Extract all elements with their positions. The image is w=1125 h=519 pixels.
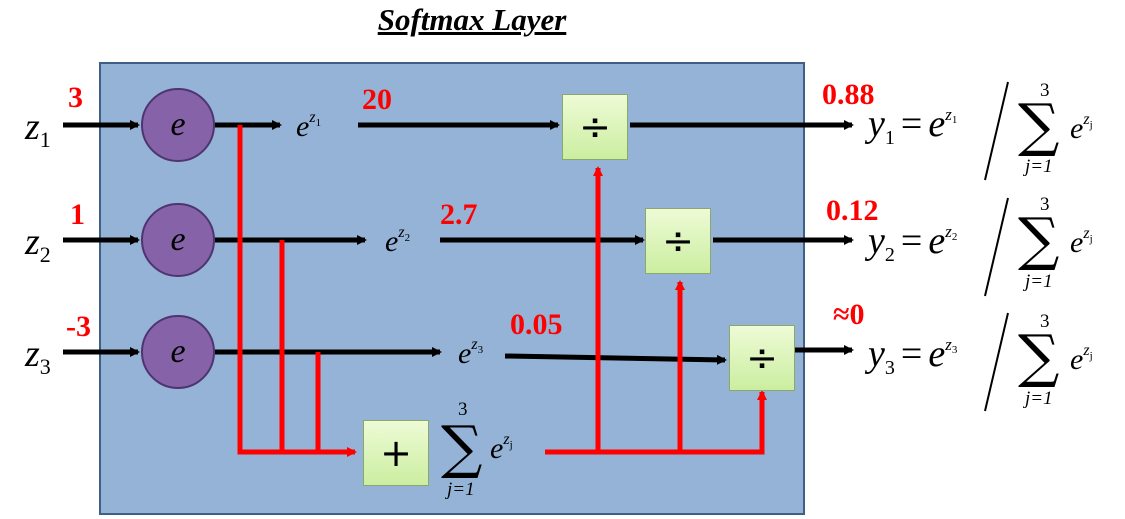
- formula-1-term: ezj: [1070, 111, 1093, 145]
- exp-label-2: ez2: [385, 224, 411, 258]
- to-divide-3: [504, 353, 727, 365]
- input-value-2: 1: [70, 198, 85, 231]
- output-formula-3: y3=ez3: [868, 333, 958, 379]
- formula-1-upper: 3: [1040, 80, 1050, 101]
- output-formula-1: y1=ez1: [868, 103, 958, 149]
- sum-sigma: ∑: [441, 413, 483, 481]
- formula-2-upper: 3: [1040, 194, 1050, 215]
- formula-3-term: ezj: [1070, 342, 1093, 376]
- exp-value-2: 2.7: [440, 198, 478, 231]
- formula-2-lower: j=1: [1025, 271, 1053, 292]
- output-value-3: ≈0: [833, 298, 865, 331]
- exp-label-3: ez3: [458, 336, 484, 370]
- exp-node-3: e: [141, 315, 215, 389]
- plus-box: +: [363, 420, 429, 486]
- formula-3-upper: 3: [1040, 311, 1050, 332]
- sum-out-wire: [545, 390, 767, 455]
- input-label-z2: z2: [25, 221, 51, 267]
- input-value-1: 3: [68, 81, 83, 114]
- output-value-1: 0.88: [822, 78, 875, 111]
- slash-3: [984, 312, 1009, 412]
- formula-1-lower: j=1: [1025, 156, 1053, 177]
- slash-1: [984, 81, 1009, 181]
- output-value-2: 0.12: [826, 194, 879, 227]
- divide-box-2: ÷: [645, 208, 711, 274]
- sum-term: ezj: [490, 431, 513, 465]
- exp-value-3: 0.05: [510, 308, 563, 341]
- formula-3-lower: j=1: [1025, 388, 1053, 409]
- formula-1-sigma: ∑: [1018, 91, 1060, 159]
- input-label-z3: z3: [25, 333, 51, 379]
- output-formula-2: y2=ez2: [868, 220, 958, 266]
- exp-node-1: e: [141, 88, 215, 162]
- formula-2-term: ezj: [1070, 225, 1093, 259]
- diagram-title: Softmax Layer: [377, 2, 567, 37]
- formula-3-sigma: ∑: [1018, 322, 1060, 390]
- softmax-layer-panel: [99, 62, 805, 515]
- exp-node-2: e: [141, 203, 215, 277]
- input-label-z1: z1: [25, 106, 51, 152]
- sum-upper-limit: 3: [458, 399, 468, 420]
- formula-2-sigma: ∑: [1018, 205, 1060, 273]
- exp-label-1: ez1: [296, 109, 322, 143]
- divide-box-3: ÷: [729, 325, 795, 391]
- exp-value-1: 20: [362, 83, 392, 116]
- input-value-3: -3: [66, 310, 91, 343]
- sum-lower-limit: j=1: [447, 479, 475, 500]
- slash-2: [984, 197, 1009, 297]
- divide-box-1: ÷: [562, 94, 628, 160]
